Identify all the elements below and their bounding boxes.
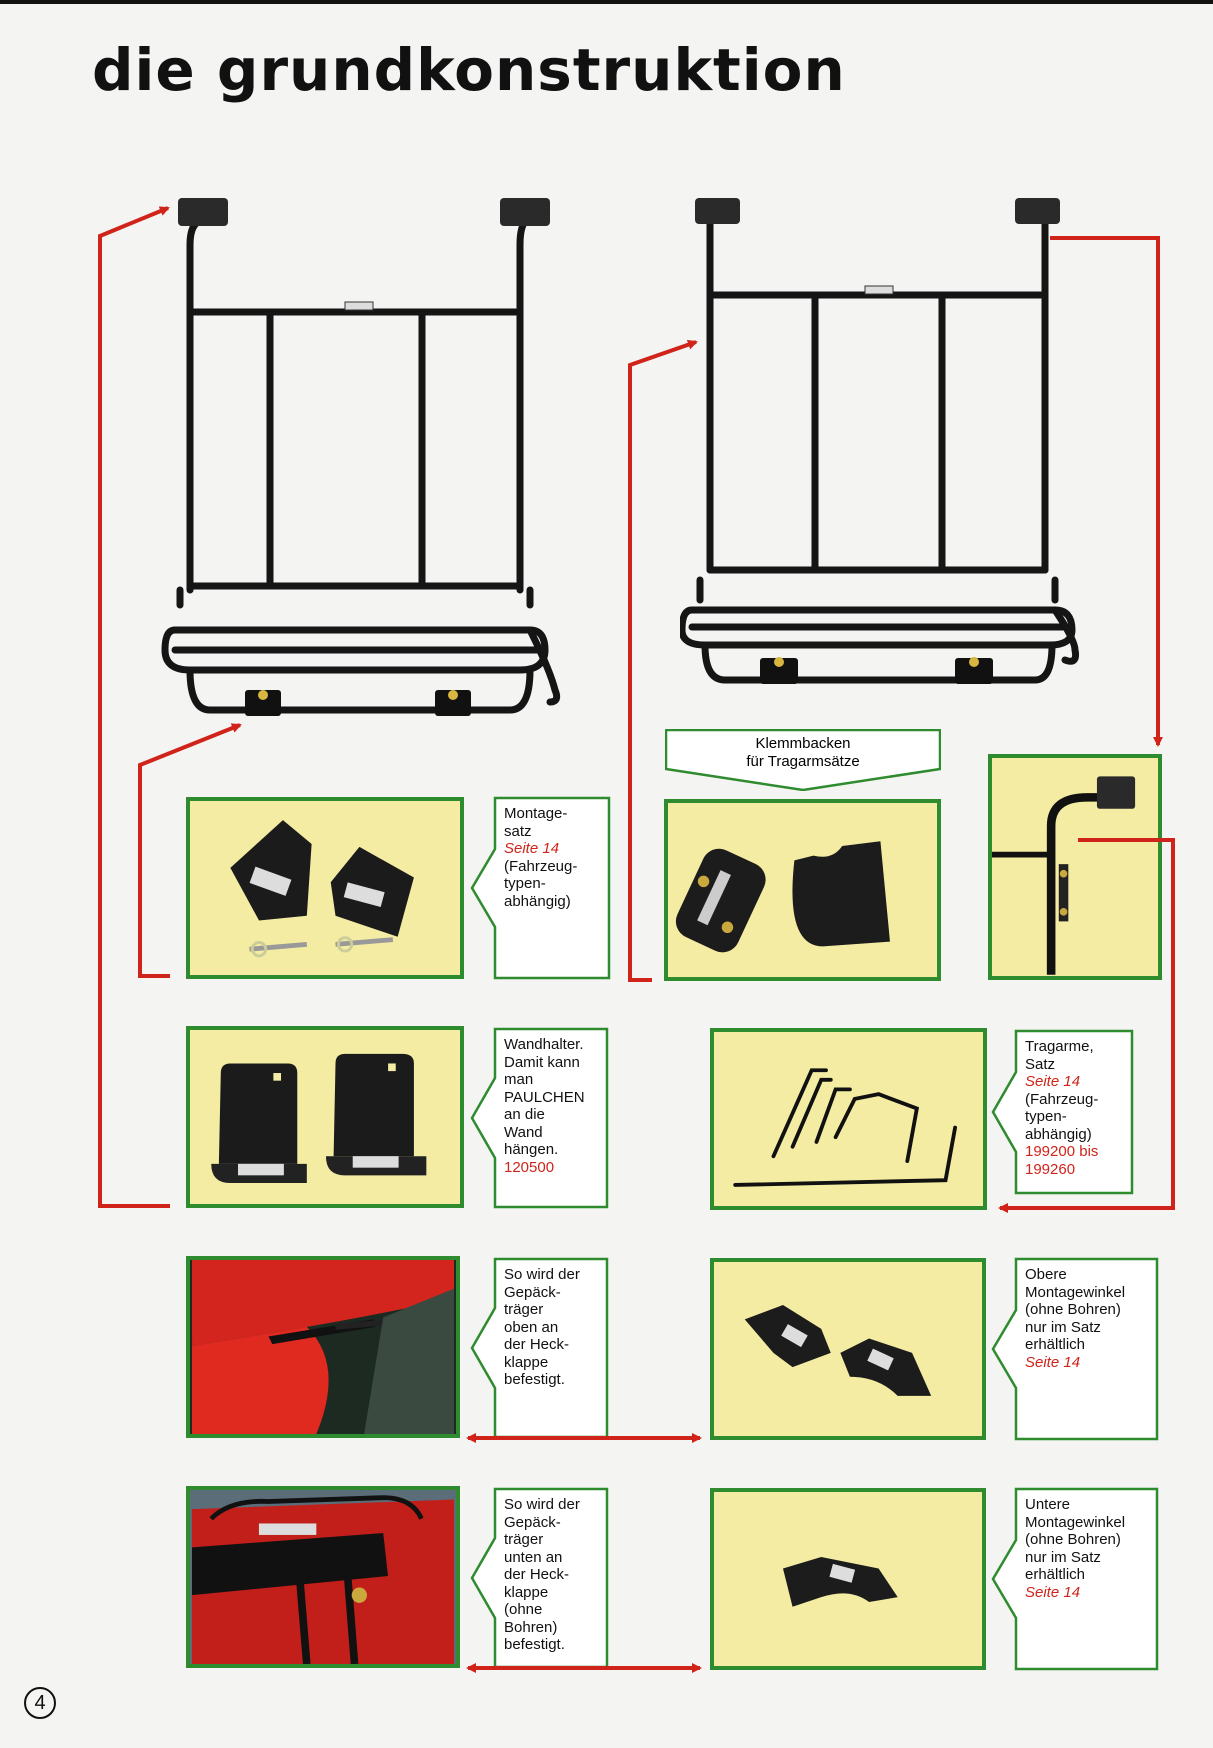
obere-montagewinkel-label: Obere Montagewinkel (ohne Bohren) nur im… bbox=[991, 1257, 1159, 1441]
heckklappe-unten-text: So wird der Gepäck- träger unten an der … bbox=[504, 1496, 580, 1653]
obere-montagewinkel-text: Obere Montagewinkel (ohne Bohren) nur im… bbox=[1025, 1266, 1126, 1353]
obere-montagewinkel-photo bbox=[710, 1258, 986, 1440]
montagesatz-text: Montage- satz bbox=[504, 805, 568, 840]
top-rule bbox=[0, 0, 1213, 4]
page-title: die grundkonstruktion bbox=[92, 36, 846, 104]
montagesatz-page-link[interactable]: Seite 14 bbox=[504, 840, 560, 857]
klemmbacken-photo bbox=[664, 799, 941, 981]
rack-right-image bbox=[680, 198, 1079, 684]
wandhalter-text: Wandhalter. Damit kann man PAULCHEN an d… bbox=[504, 1036, 585, 1158]
tragarme-photo bbox=[710, 1028, 987, 1210]
tragarme-article-numbers: 199200 bis 199260 bbox=[1025, 1143, 1099, 1178]
wandhalter-label: Wandhalter. Damit kann man PAULCHEN an d… bbox=[470, 1027, 609, 1209]
klemmbacken-callout: Klemmbacken für Tragarmsätze bbox=[665, 729, 941, 791]
heckklappe-oben-photo bbox=[186, 1256, 460, 1438]
montagesatz-label: Montage- satz Seite 14 (Fahrzeug- typen-… bbox=[470, 796, 611, 980]
klemmbacken-line1: Klemmbacken bbox=[755, 735, 851, 752]
wandhalter-photo bbox=[186, 1026, 464, 1208]
heckklappe-oben-text: So wird der Gepäck- träger oben an der H… bbox=[504, 1266, 580, 1388]
heckklappe-oben-label: So wird der Gepäck- träger oben an der H… bbox=[470, 1257, 609, 1439]
untere-montagewinkel-label: Untere Montagewinkel (ohne Bohren) nur i… bbox=[991, 1487, 1159, 1671]
tragarme-text-2: (Fahrzeug- typen- abhängig) bbox=[1025, 1090, 1099, 1143]
tragarme-page-link[interactable]: Seite 14 bbox=[1025, 1073, 1081, 1090]
tragarme-label: Tragarme, Satz Seite 14 (Fahrzeug- typen… bbox=[991, 1029, 1134, 1195]
untere-montagewinkel-text: Untere Montagewinkel (ohne Bohren) nur i… bbox=[1025, 1496, 1126, 1583]
obere-montagewinkel-page-link[interactable]: Seite 14 bbox=[1025, 1353, 1081, 1371]
montagesatz-photo bbox=[186, 797, 464, 979]
montagesatz-text-2: (Fahrzeug- typen- abhängig) bbox=[504, 857, 578, 910]
heckklappe-unten-label: So wird der Gepäck- träger unten an der … bbox=[470, 1487, 609, 1669]
wandhalter-article-number: 120500 bbox=[504, 1158, 555, 1176]
tragarm-detail-photo bbox=[988, 754, 1162, 980]
untere-montagewinkel-page-link[interactable]: Seite 14 bbox=[1025, 1583, 1081, 1601]
rack-left-image bbox=[161, 198, 561, 716]
tragarme-text: Tragarme, Satz bbox=[1025, 1038, 1094, 1073]
page-number: 4 bbox=[24, 1687, 56, 1719]
heckklappe-unten-photo bbox=[186, 1486, 460, 1668]
untere-montagewinkel-photo bbox=[710, 1488, 986, 1670]
klemmbacken-line2: für Tragarmsätze bbox=[746, 753, 860, 770]
